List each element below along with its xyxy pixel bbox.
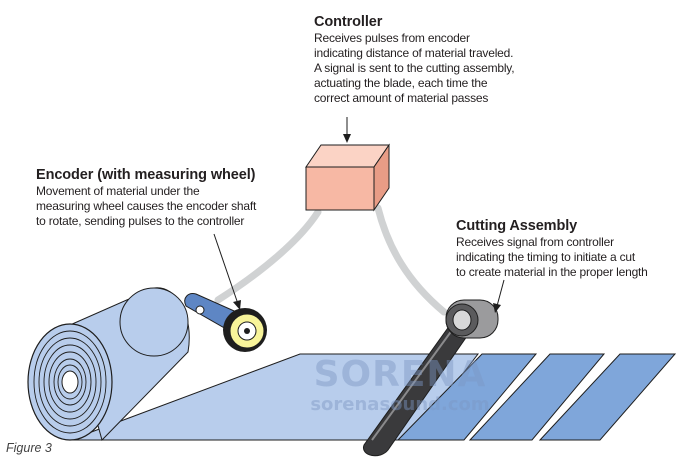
controller-line: actuating the blade, each time the bbox=[314, 76, 488, 90]
encoder-line: to rotate, sending pulses to the control… bbox=[36, 214, 245, 228]
cutting-label: Cutting Assembly Receives signal from co… bbox=[456, 218, 648, 280]
figure-caption: Figure 3 bbox=[6, 441, 52, 455]
cut-piece-2 bbox=[468, 353, 606, 441]
controller-box bbox=[305, 143, 390, 212]
cut-piece-1 bbox=[396, 353, 538, 441]
encoder-label: Encoder (with measuring wheel) Movement … bbox=[36, 167, 256, 229]
encoder-assembly bbox=[184, 293, 267, 352]
controller-title: Controller bbox=[314, 14, 383, 30]
cutting-arrow bbox=[493, 279, 505, 313]
controller-label: Controller Receives pulses from encoder … bbox=[314, 14, 515, 106]
controller-line: Receives pulses from encoder bbox=[314, 31, 470, 45]
cutting-assembly bbox=[363, 299, 499, 457]
cutting-line: to create material in the proper length bbox=[456, 265, 648, 279]
cutting-line: Receives signal from controller bbox=[456, 235, 614, 249]
encoder-arrow bbox=[213, 233, 241, 310]
controller-line: indicating distance of material traveled… bbox=[314, 46, 514, 60]
material-sheet bbox=[69, 353, 480, 441]
cutting-line: indicating the timing to initiate a cut bbox=[456, 250, 635, 264]
cutting-title: Cutting Assembly bbox=[456, 218, 578, 234]
cutting-description: Receives signal from controller indicati… bbox=[456, 235, 648, 280]
cut-piece-3 bbox=[538, 353, 677, 441]
encoder-line: measuring wheel causes the encoder shaft bbox=[36, 199, 257, 213]
controller-line: correct amount of material passes bbox=[314, 91, 489, 105]
encoder-line: Movement of material under the bbox=[36, 184, 200, 198]
controller-line: A signal is sent to the cutting assembly… bbox=[314, 61, 515, 75]
controller-arrow bbox=[343, 117, 351, 143]
controller-description: Receives pulses from encoder indicating … bbox=[314, 31, 515, 106]
cutter-cable bbox=[374, 204, 448, 316]
encoder-description: Movement of material under the measuring… bbox=[36, 184, 256, 229]
material-roll bbox=[27, 287, 190, 441]
encoder-title: Encoder (with measuring wheel) bbox=[36, 167, 256, 183]
encoder-cable bbox=[214, 208, 322, 304]
